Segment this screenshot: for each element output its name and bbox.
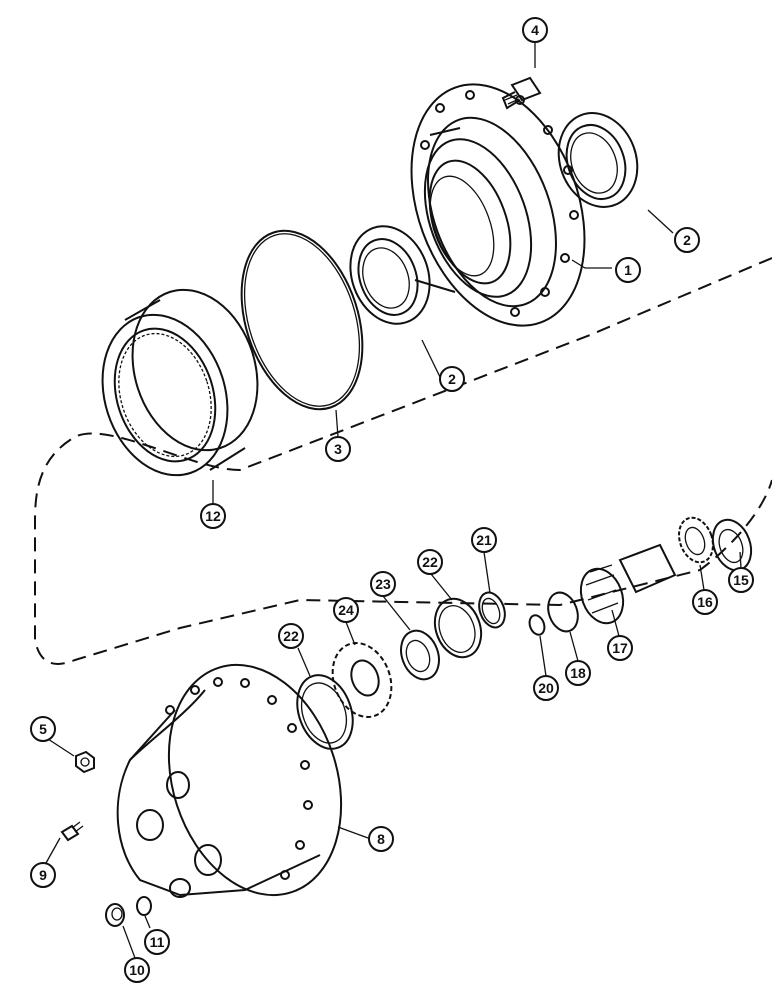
part-small-washer [528, 614, 546, 636]
svg-text:23: 23 [375, 576, 391, 592]
callout-10: 10 [124, 957, 150, 983]
part-nut [75, 750, 95, 774]
callout-12: 12 [200, 503, 226, 529]
callout-16: 16 [692, 589, 718, 615]
leader-lines [45, 40, 742, 959]
part-thrust-washer [711, 518, 753, 572]
callout-3: 3 [325, 436, 351, 462]
part-planetary-housing [116, 663, 343, 898]
part-bearing-upper [557, 112, 639, 208]
part-spacer-upper [478, 591, 506, 629]
part-sun-gear-shaft [579, 543, 677, 625]
part-planet-gear [331, 642, 393, 718]
callout-2-lower: 2 [439, 366, 465, 392]
callout-15: 15 [728, 567, 754, 593]
callout-18: 18 [565, 660, 591, 686]
part-needle-bearing [400, 629, 440, 681]
assembly-dashed-line [34, 257, 772, 665]
part-o-ring [240, 229, 364, 411]
svg-text:1: 1 [624, 262, 632, 278]
svg-text:10: 10 [129, 962, 145, 978]
svg-text:18: 18 [570, 665, 586, 681]
callout-4: 4 [522, 17, 548, 43]
svg-text:21: 21 [476, 532, 492, 548]
part-screw [60, 821, 84, 842]
part-plug [105, 903, 125, 927]
svg-text:24: 24 [338, 602, 354, 618]
part-snap-ring [547, 591, 579, 633]
callout-8: 8 [368, 826, 394, 852]
callout-24: 24 [333, 597, 359, 623]
svg-text:8: 8 [377, 831, 385, 847]
part-thrust-ring-lower [296, 674, 354, 750]
svg-text:9: 9 [39, 867, 47, 883]
callout-9: 9 [30, 862, 56, 888]
svg-text:22: 22 [422, 554, 438, 570]
callout-11: 11 [144, 929, 170, 955]
svg-text:4: 4 [531, 22, 539, 38]
callout-22-lower: 22 [278, 623, 304, 649]
part-thrust-ring-upper [433, 597, 483, 659]
callout-21: 21 [471, 527, 497, 553]
part-lock-washer [678, 516, 714, 564]
callout-22-upper: 22 [417, 549, 443, 575]
callout-23: 23 [370, 571, 396, 597]
callout-1: 1 [615, 257, 641, 283]
svg-text:12: 12 [205, 508, 221, 524]
callout-20: 20 [533, 675, 559, 701]
svg-text:15: 15 [733, 572, 749, 588]
svg-text:2: 2 [448, 371, 456, 387]
part-seal-ring [136, 896, 152, 916]
part-ring-gear [101, 288, 259, 477]
svg-text:3: 3 [334, 441, 342, 457]
svg-text:17: 17 [612, 640, 628, 656]
svg-text:5: 5 [39, 721, 47, 737]
svg-text:20: 20 [538, 680, 554, 696]
callout-5: 5 [30, 716, 56, 742]
svg-text:22: 22 [283, 628, 299, 644]
svg-text:2: 2 [683, 232, 691, 248]
part-hub-housing [410, 83, 586, 327]
svg-text:11: 11 [150, 934, 165, 950]
callout-17: 17 [607, 635, 633, 661]
part-bearing-lower [349, 225, 431, 325]
callout-2-upper: 2 [674, 227, 700, 253]
svg-text:16: 16 [697, 594, 713, 610]
